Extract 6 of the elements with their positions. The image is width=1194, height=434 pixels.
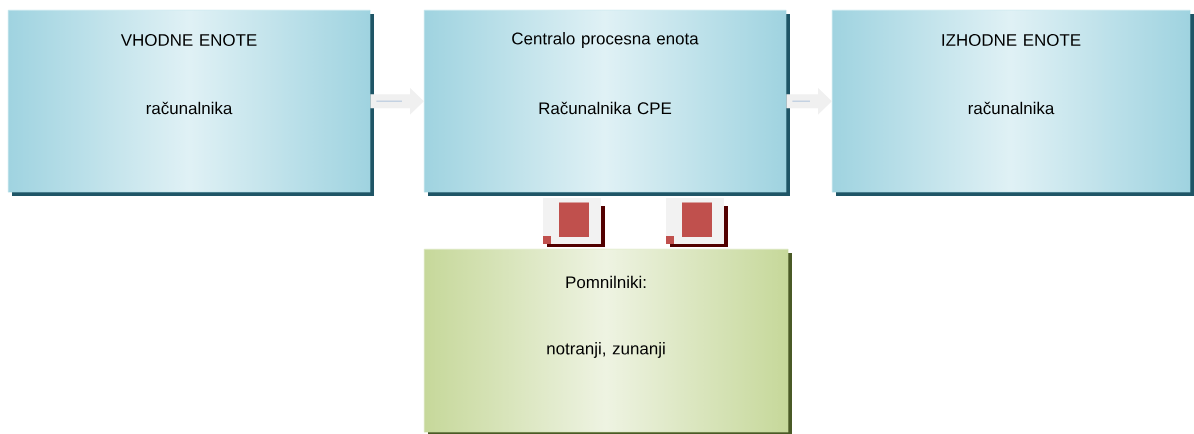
connector-square	[543, 198, 605, 247]
process-box: Pomnilniki: notranji, zunanji	[424, 249, 792, 434]
process-box: VHODNE ENOTE računalnika	[8, 10, 374, 196]
process-box: IZHODNE ENOTE računalnika	[832, 10, 1194, 196]
connector-square	[666, 198, 728, 247]
process-box: Centralo procesna enota Računalnika CPE	[424, 10, 790, 196]
